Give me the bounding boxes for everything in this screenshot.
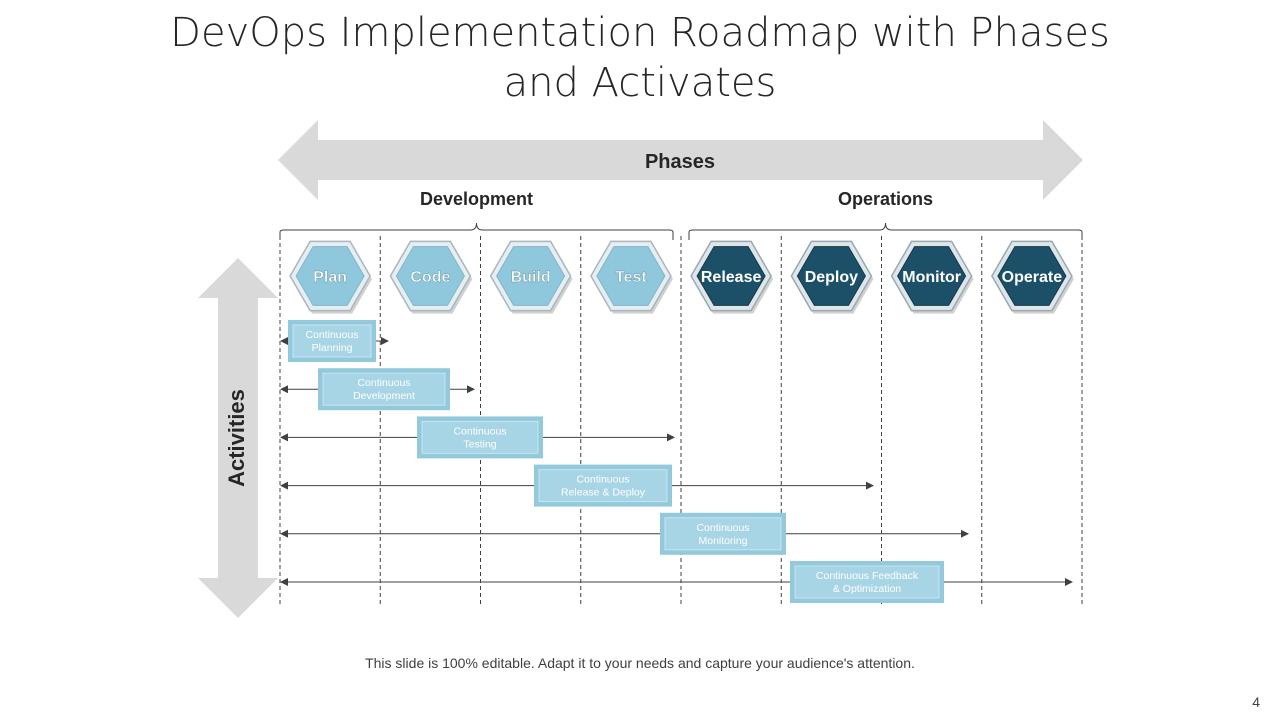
activity-box-inner (322, 372, 446, 406)
title-line-2: and Activates (503, 60, 777, 106)
page-number: 4 (1252, 694, 1260, 710)
activity-box-inner (664, 517, 782, 551)
activity-label-line-1: Continuous (305, 329, 358, 341)
phase-label: Plan (313, 269, 347, 286)
activity-label-line-2: Planning (312, 342, 353, 354)
phase-hexagon-plan: Plan (289, 240, 373, 314)
phase-hexagon-code: Code (389, 240, 473, 314)
phase-hexagon-inner (897, 246, 967, 306)
activities-arrow (198, 258, 278, 618)
phase-label: Build (511, 269, 551, 286)
group-label: Operations (838, 189, 933, 209)
activity-box-inner (292, 324, 372, 358)
group-brackets: Development Operations (279, 189, 1083, 240)
phase-hexagons: Plan Code Build Test Release Deploy Monitor Ope… (289, 240, 1074, 314)
phase-hexagon-deploy: Deploy (790, 240, 874, 314)
activity-arrow-tail (280, 385, 288, 394)
activity-label-line-1: Continuous (453, 425, 506, 437)
activity-arrow-tail (280, 433, 288, 442)
phase-label: Deploy (805, 269, 858, 286)
phase-hexagon-inner (395, 246, 465, 306)
activity-box: Continuous Feedback& Optimization (790, 561, 944, 603)
phases-label: Phases (645, 151, 715, 173)
activity-label-line-1: Continuous Feedback (816, 570, 919, 582)
phase-hexagon-monitor: Monitor (890, 240, 974, 314)
activity-box-inner (794, 565, 940, 599)
phase-label: Operate (1002, 269, 1063, 286)
activity-label-line-2: Development (353, 390, 415, 402)
activities-label: Activities (224, 389, 249, 487)
activity-label-line-2: Release & Deploy (561, 487, 646, 499)
phase-label: Test (615, 269, 647, 286)
activity-arrow-tail (280, 481, 288, 490)
title-line-1: DevOps Implementation Roadmap with Phase… (170, 10, 1110, 56)
group-label: Development (420, 189, 533, 209)
phase-hexagon-test: Test (590, 240, 673, 314)
phase-hexagon-inner (796, 246, 866, 306)
phases-arrow (278, 120, 1083, 200)
activity-label-line-2: Monitoring (698, 535, 747, 547)
activity-box-inner (421, 420, 539, 454)
phase-hexagon-build: Build (489, 240, 573, 314)
phase-hexagon-inner (295, 246, 365, 306)
activity-arrow-tail (280, 529, 288, 538)
activity-label-line-1: Continuous (696, 522, 749, 534)
phase-hexagon-operate: Operate (991, 240, 1074, 314)
phase-label: Code (410, 269, 450, 286)
phase-label: Release (701, 269, 762, 286)
activity-label-line-2: & Optimization (833, 583, 901, 595)
activity-label-line-1: Continuous (576, 474, 629, 486)
activity-boxes: ContinuousPlanningContinuousDevelopmentC… (288, 320, 944, 603)
phase-hexagon-inner (696, 246, 766, 306)
footer-note: This slide is 100% editable. Adapt it to… (365, 655, 915, 671)
page-title: DevOps Implementation Roadmap with Phase… (0, 8, 1280, 108)
phase-hexagon-release: Release (690, 240, 774, 314)
activity-arrow-tail (280, 578, 288, 586)
group-bracket (688, 222, 1083, 240)
activity-box-inner (538, 469, 668, 503)
phase-hexagon-inner (997, 246, 1067, 306)
phase-hexagon-inner (596, 246, 666, 306)
activity-label-line-1: Continuous (357, 377, 410, 389)
phase-hexagon-inner (496, 246, 566, 306)
activity-label-line-2: Testing (463, 438, 496, 450)
activity-arrow-tail (280, 337, 288, 345)
group-bracket (279, 222, 674, 240)
phase-label: Monitor (902, 269, 961, 286)
